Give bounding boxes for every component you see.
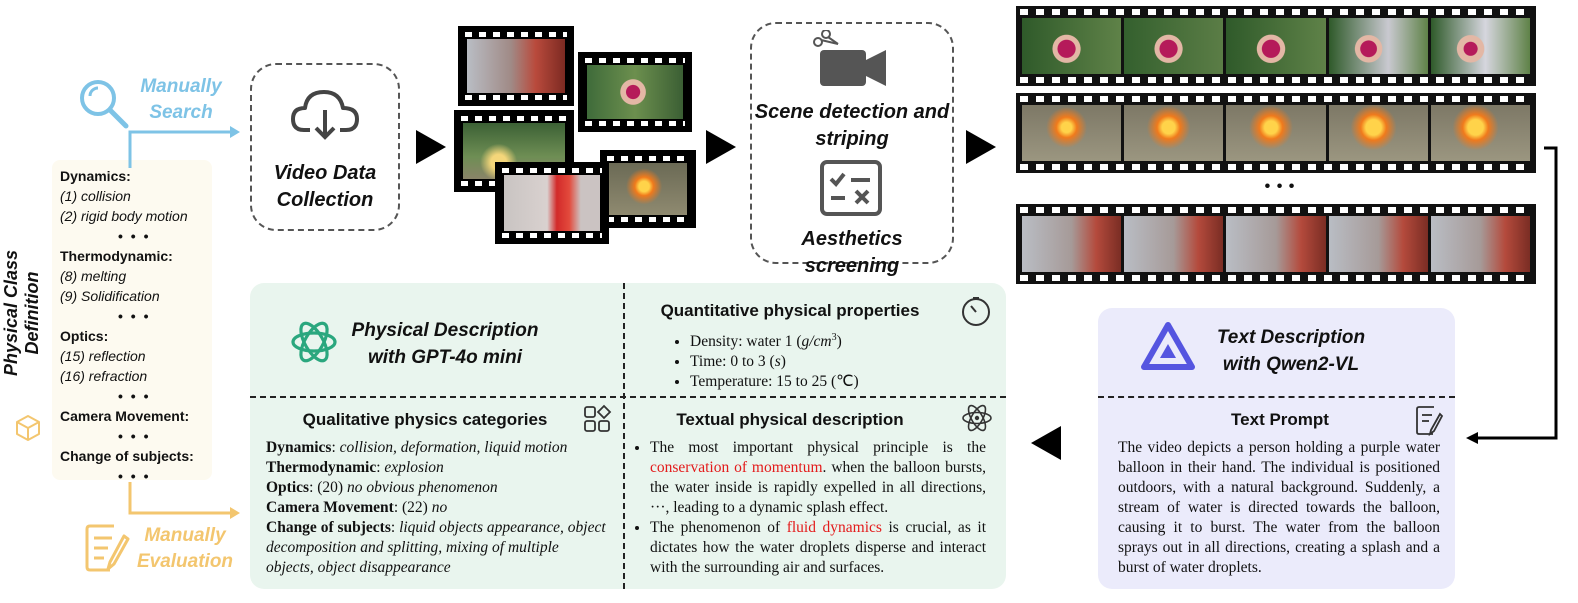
- evaluation-arrow: [128, 482, 240, 519]
- textual-list: The most important physical principle is…: [632, 438, 986, 578]
- quantitative-temperature: Temperature: 15 to 25 (℃): [690, 372, 996, 392]
- textual-title: Textual physical description: [676, 410, 904, 429]
- video-clip-fire: [600, 150, 696, 228]
- video-camera-scissors-icon: [813, 30, 886, 86]
- text-prompt-body: The video depicts a person holding a pur…: [1118, 439, 1440, 576]
- video-clip-glass: [458, 26, 574, 106]
- physical-class-definition-title: Physical Class Definition: [1, 249, 42, 377]
- panel-divider-horizontal: [250, 396, 1006, 398]
- video-clip-balloon: [578, 52, 692, 132]
- processing-box: [750, 22, 954, 264]
- class-definition-panel: [52, 160, 212, 480]
- film-strip-balloon: [1016, 6, 1536, 86]
- dynamics-header: Dynamics:: [60, 168, 131, 184]
- stopwatch-icon: [962, 297, 990, 326]
- strip-ellipsis: • • •: [1264, 178, 1296, 195]
- search-arrow: [128, 126, 240, 168]
- physical-description-panel: [250, 283, 1006, 589]
- class-item: (16) refraction: [60, 368, 148, 384]
- purple-divider: [1098, 396, 1455, 398]
- panel-divider-vertical: [623, 283, 625, 589]
- class-item: (2) rigid body motion: [60, 208, 188, 224]
- shapes-grid-icon: [584, 404, 612, 432]
- video-clip-red-liquid: [495, 162, 609, 244]
- class-item: (1) collision: [60, 188, 131, 204]
- qualitative-list: Dynamics: collision, deformation, liquid…: [266, 439, 606, 576]
- text-description-panel: [1098, 308, 1455, 589]
- cube-icon: [16, 415, 40, 441]
- text-prompt-icon: [1416, 406, 1444, 436]
- class-item: (9) Solidification: [60, 288, 160, 304]
- ellipsis: • • •: [118, 308, 151, 324]
- document-pencil-icon: [85, 524, 130, 572]
- flow-arrow: [416, 130, 446, 164]
- camera-movement-header: Camera Movement:: [60, 408, 190, 424]
- quantitative-density: Density: water 1 (g/cm3): [690, 328, 996, 352]
- strips-to-prompt-arrow: [1466, 146, 1558, 444]
- film-strip-fire: [1016, 93, 1536, 173]
- thermodynamic-header: Thermodynamic:: [60, 248, 173, 264]
- ellipsis: • • •: [118, 468, 151, 484]
- flow-arrow: [966, 130, 996, 164]
- class-definition-list: Dynamics: (1) collision (2) rigid body m…: [60, 166, 210, 486]
- flow-arrow: [706, 130, 736, 164]
- quantitative-title: Quantitative physical properties: [660, 301, 920, 320]
- textual-bullet-1: The most important physical principle is…: [650, 438, 986, 518]
- film-strip-glass: [1016, 204, 1536, 284]
- ellipsis: • • •: [118, 388, 151, 404]
- atom-icon: [962, 404, 992, 432]
- quantitative-list: Density: water 1 (g/cm3) Time: 0 to 3 (s…: [676, 328, 996, 392]
- magnifier-icon: [80, 80, 129, 129]
- ellipsis: • • •: [118, 428, 151, 444]
- checklist-icon: [820, 160, 882, 216]
- text-prompt-title: Text Prompt: [1231, 410, 1329, 429]
- qualitative-title: Qualitative physics categories: [302, 410, 548, 429]
- openai-logo-icon: [291, 321, 337, 363]
- cloud-download-icon: [291, 90, 359, 140]
- ellipsis: • • •: [118, 228, 151, 244]
- video-collection-box: [250, 63, 400, 231]
- flow-arrow-left: [1031, 426, 1061, 460]
- class-item: (8) melting: [60, 268, 127, 284]
- change-of-subjects-header: Change of subjects:: [60, 448, 194, 464]
- quantitative-time: Time: 0 to 3 (s): [690, 352, 996, 372]
- optics-header: Optics:: [60, 328, 109, 344]
- qwen-logo-icon: [1141, 322, 1195, 370]
- textual-bullet-2: The phenomenon of fluid dynamics is cruc…: [650, 518, 986, 578]
- aesthetics-label: Aesthetics screening: [801, 228, 903, 277]
- class-item: (15) reflection: [60, 348, 146, 364]
